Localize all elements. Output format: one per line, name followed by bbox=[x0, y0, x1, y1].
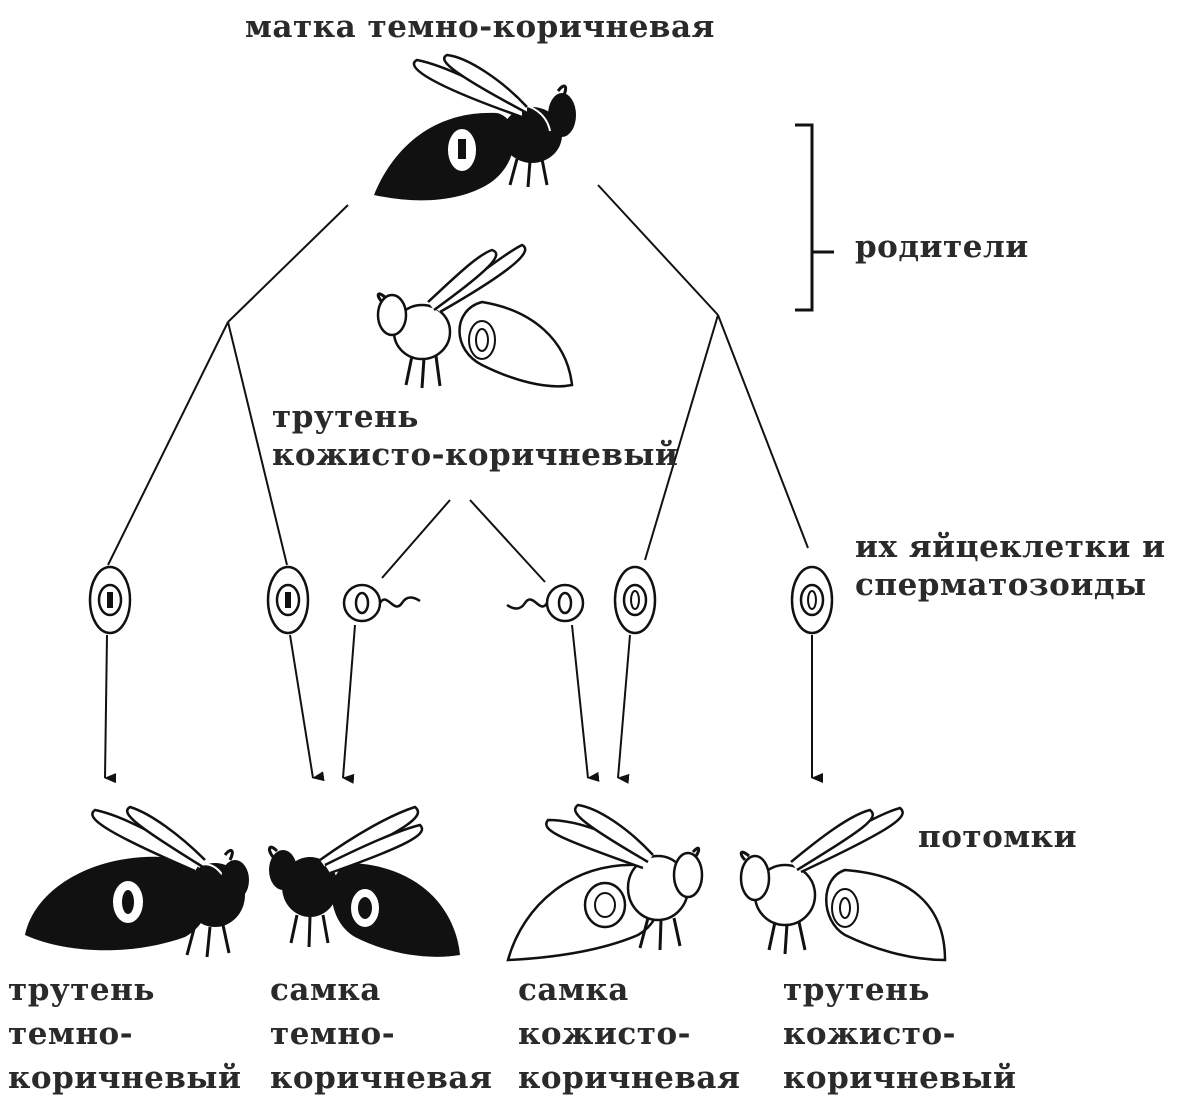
offspring-light-female-icon bbox=[506, 803, 704, 962]
offspring-dark-drone-icon bbox=[25, 805, 249, 958]
caption-line: трутень bbox=[783, 972, 930, 1008]
egg-cell-icon bbox=[790, 565, 834, 635]
fertilization-arrows bbox=[104, 624, 823, 784]
offspring-caption-1: трутень темно- коричневый bbox=[8, 968, 241, 1100]
caption-line: кожисто- bbox=[783, 1016, 956, 1052]
egg-cell-icon bbox=[88, 565, 132, 635]
drone-label: трутень кожисто-коричневый bbox=[272, 398, 678, 474]
offspring-label: потомки bbox=[918, 819, 1078, 855]
offspring-caption-4: трутень кожисто- коричневый bbox=[783, 968, 1016, 1100]
sperm-cell-icon bbox=[342, 583, 421, 623]
caption-line: коричневая bbox=[270, 1060, 493, 1096]
caption-line: коричневая bbox=[518, 1060, 741, 1096]
offspring-light-drone-icon bbox=[739, 806, 947, 962]
drone-label-line: кожисто-коричневый bbox=[272, 437, 679, 473]
caption-line: коричневый bbox=[783, 1060, 1017, 1096]
drone-label-line: трутень bbox=[272, 399, 419, 435]
caption-line: темно- bbox=[8, 1016, 134, 1052]
caption-line: самка bbox=[270, 972, 381, 1008]
parents-label: родители bbox=[855, 229, 1029, 265]
offspring-caption-3: самка кожисто- коричневая bbox=[518, 968, 740, 1100]
caption-line: трутень bbox=[8, 972, 155, 1008]
drone-light-bee-icon bbox=[376, 243, 574, 389]
gametes-label: их яйцеклетки и сперматозоиды bbox=[855, 528, 1166, 604]
offspring-dark-female-icon bbox=[268, 805, 460, 957]
sperm-cell-icon bbox=[506, 583, 585, 623]
queen-label: матка темно-коричневая bbox=[245, 9, 715, 45]
drone-to-sperm-lines bbox=[381, 499, 546, 583]
gametes-label-line: сперматозоиды bbox=[855, 567, 1147, 603]
queen-dark-bee-icon bbox=[374, 53, 576, 201]
offspring-caption-2: самка темно- коричневая bbox=[270, 968, 492, 1100]
queen-to-eggs-lines bbox=[107, 184, 809, 566]
caption-line: кожисто- bbox=[518, 1016, 691, 1052]
egg-cell-icon bbox=[613, 565, 657, 635]
caption-line: самка bbox=[518, 972, 629, 1008]
parents-bracket bbox=[795, 123, 834, 312]
caption-line: темно- bbox=[270, 1016, 396, 1052]
gametes-label-line: их яйцеклетки и bbox=[855, 529, 1166, 565]
caption-line: коричневый bbox=[8, 1060, 242, 1096]
egg-cell-icon bbox=[266, 565, 310, 635]
